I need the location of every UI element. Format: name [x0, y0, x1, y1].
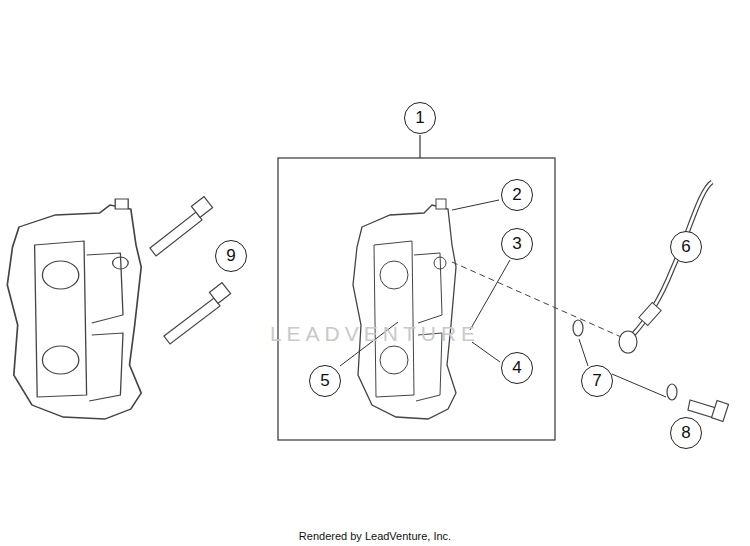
callout-number: 3 — [501, 228, 533, 260]
callout-number: 6 — [670, 231, 702, 263]
callout-number: 9 — [215, 240, 247, 272]
callout-number: 8 — [670, 417, 702, 449]
caption: Rendered by LeadVenture, Inc. — [299, 530, 451, 542]
callout-number: 1 — [404, 102, 436, 134]
watermark: LEADVENTURE — [270, 322, 480, 346]
callout-number: 2 — [501, 179, 533, 211]
callout-number: 7 — [581, 365, 613, 397]
callout-number: 4 — [501, 352, 533, 384]
callout-number: 5 — [309, 365, 341, 397]
